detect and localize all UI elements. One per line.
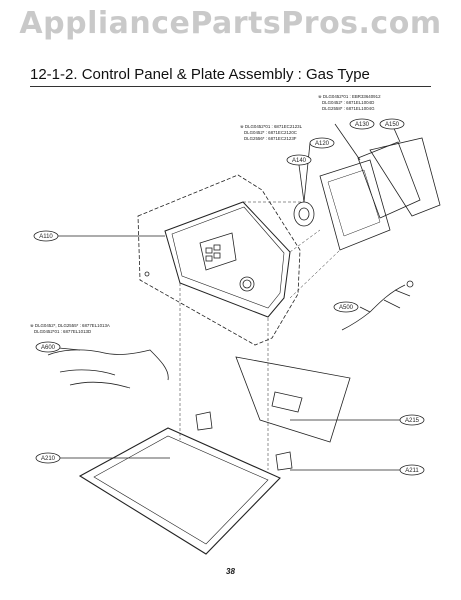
callout-a140 (286, 154, 312, 166)
callout-a215-label: A215 (405, 418, 420, 424)
bracket-right (275, 451, 293, 471)
callout-a500 (333, 301, 359, 313)
a120-note-2: DLG0452* : 6871EC2120C (244, 130, 297, 135)
wire-harness-left (47, 349, 169, 389)
callout-a150 (379, 118, 405, 130)
knob-encoder (293, 201, 315, 227)
callout-a120-label: A120 (315, 141, 330, 147)
top-plate (78, 427, 281, 555)
callout-a211 (399, 464, 425, 476)
a600-note-1: ※ DLG0452*, DLG2555* : 6877EL1013A (30, 323, 110, 328)
watermark: AppliancePartsPros.com (19, 6, 442, 41)
a130-note-2: DLG0452* : 6871EL1004D (322, 100, 374, 105)
callout-a600 (35, 341, 61, 353)
page-title: 12-1-2. Control Panel & Plate Assembly :… (30, 66, 370, 83)
cycle-knob (239, 276, 255, 292)
title-rule (30, 86, 431, 87)
bracket-left (195, 411, 213, 431)
callout-a215 (399, 414, 425, 426)
display-cover (369, 137, 441, 217)
callout-a140-label: A140 (292, 158, 307, 164)
a600-note-2: DLG0452*01 : 6877EL1013D (34, 329, 91, 334)
a120-note-3: DLG2556* : 6871EC2123F (244, 136, 297, 141)
control-panel (164, 201, 291, 318)
callout-a130-label: A130 (355, 122, 370, 128)
callout-a210 (35, 452, 61, 464)
a120-note-1: ※ DLG0452*01 : 6871EC2123L (240, 124, 303, 129)
callout-a130 (349, 118, 375, 130)
callout-a210-label: A210 (41, 456, 56, 462)
pcb-assembly (319, 159, 391, 251)
callout-a211-label: A211 (405, 468, 419, 474)
a130-note-3: DLG2558* : 6871EL1004G (322, 106, 375, 111)
a130-note-1: ※ DLG0452*01 : EBR33640912 (318, 94, 381, 99)
callout-a150-label: A150 (385, 122, 400, 128)
callout-a110 (33, 230, 59, 242)
callout-a500-label: A500 (339, 305, 354, 311)
pcb-cover (357, 141, 421, 219)
panel-group-outline (137, 174, 301, 346)
callout-a600-label: A600 (41, 345, 56, 351)
display-window (199, 232, 237, 271)
mounting-plate (235, 356, 351, 443)
page-number: 38 (226, 567, 235, 576)
callout-a120 (309, 137, 335, 149)
callout-a110-label: A110 (39, 234, 53, 240)
